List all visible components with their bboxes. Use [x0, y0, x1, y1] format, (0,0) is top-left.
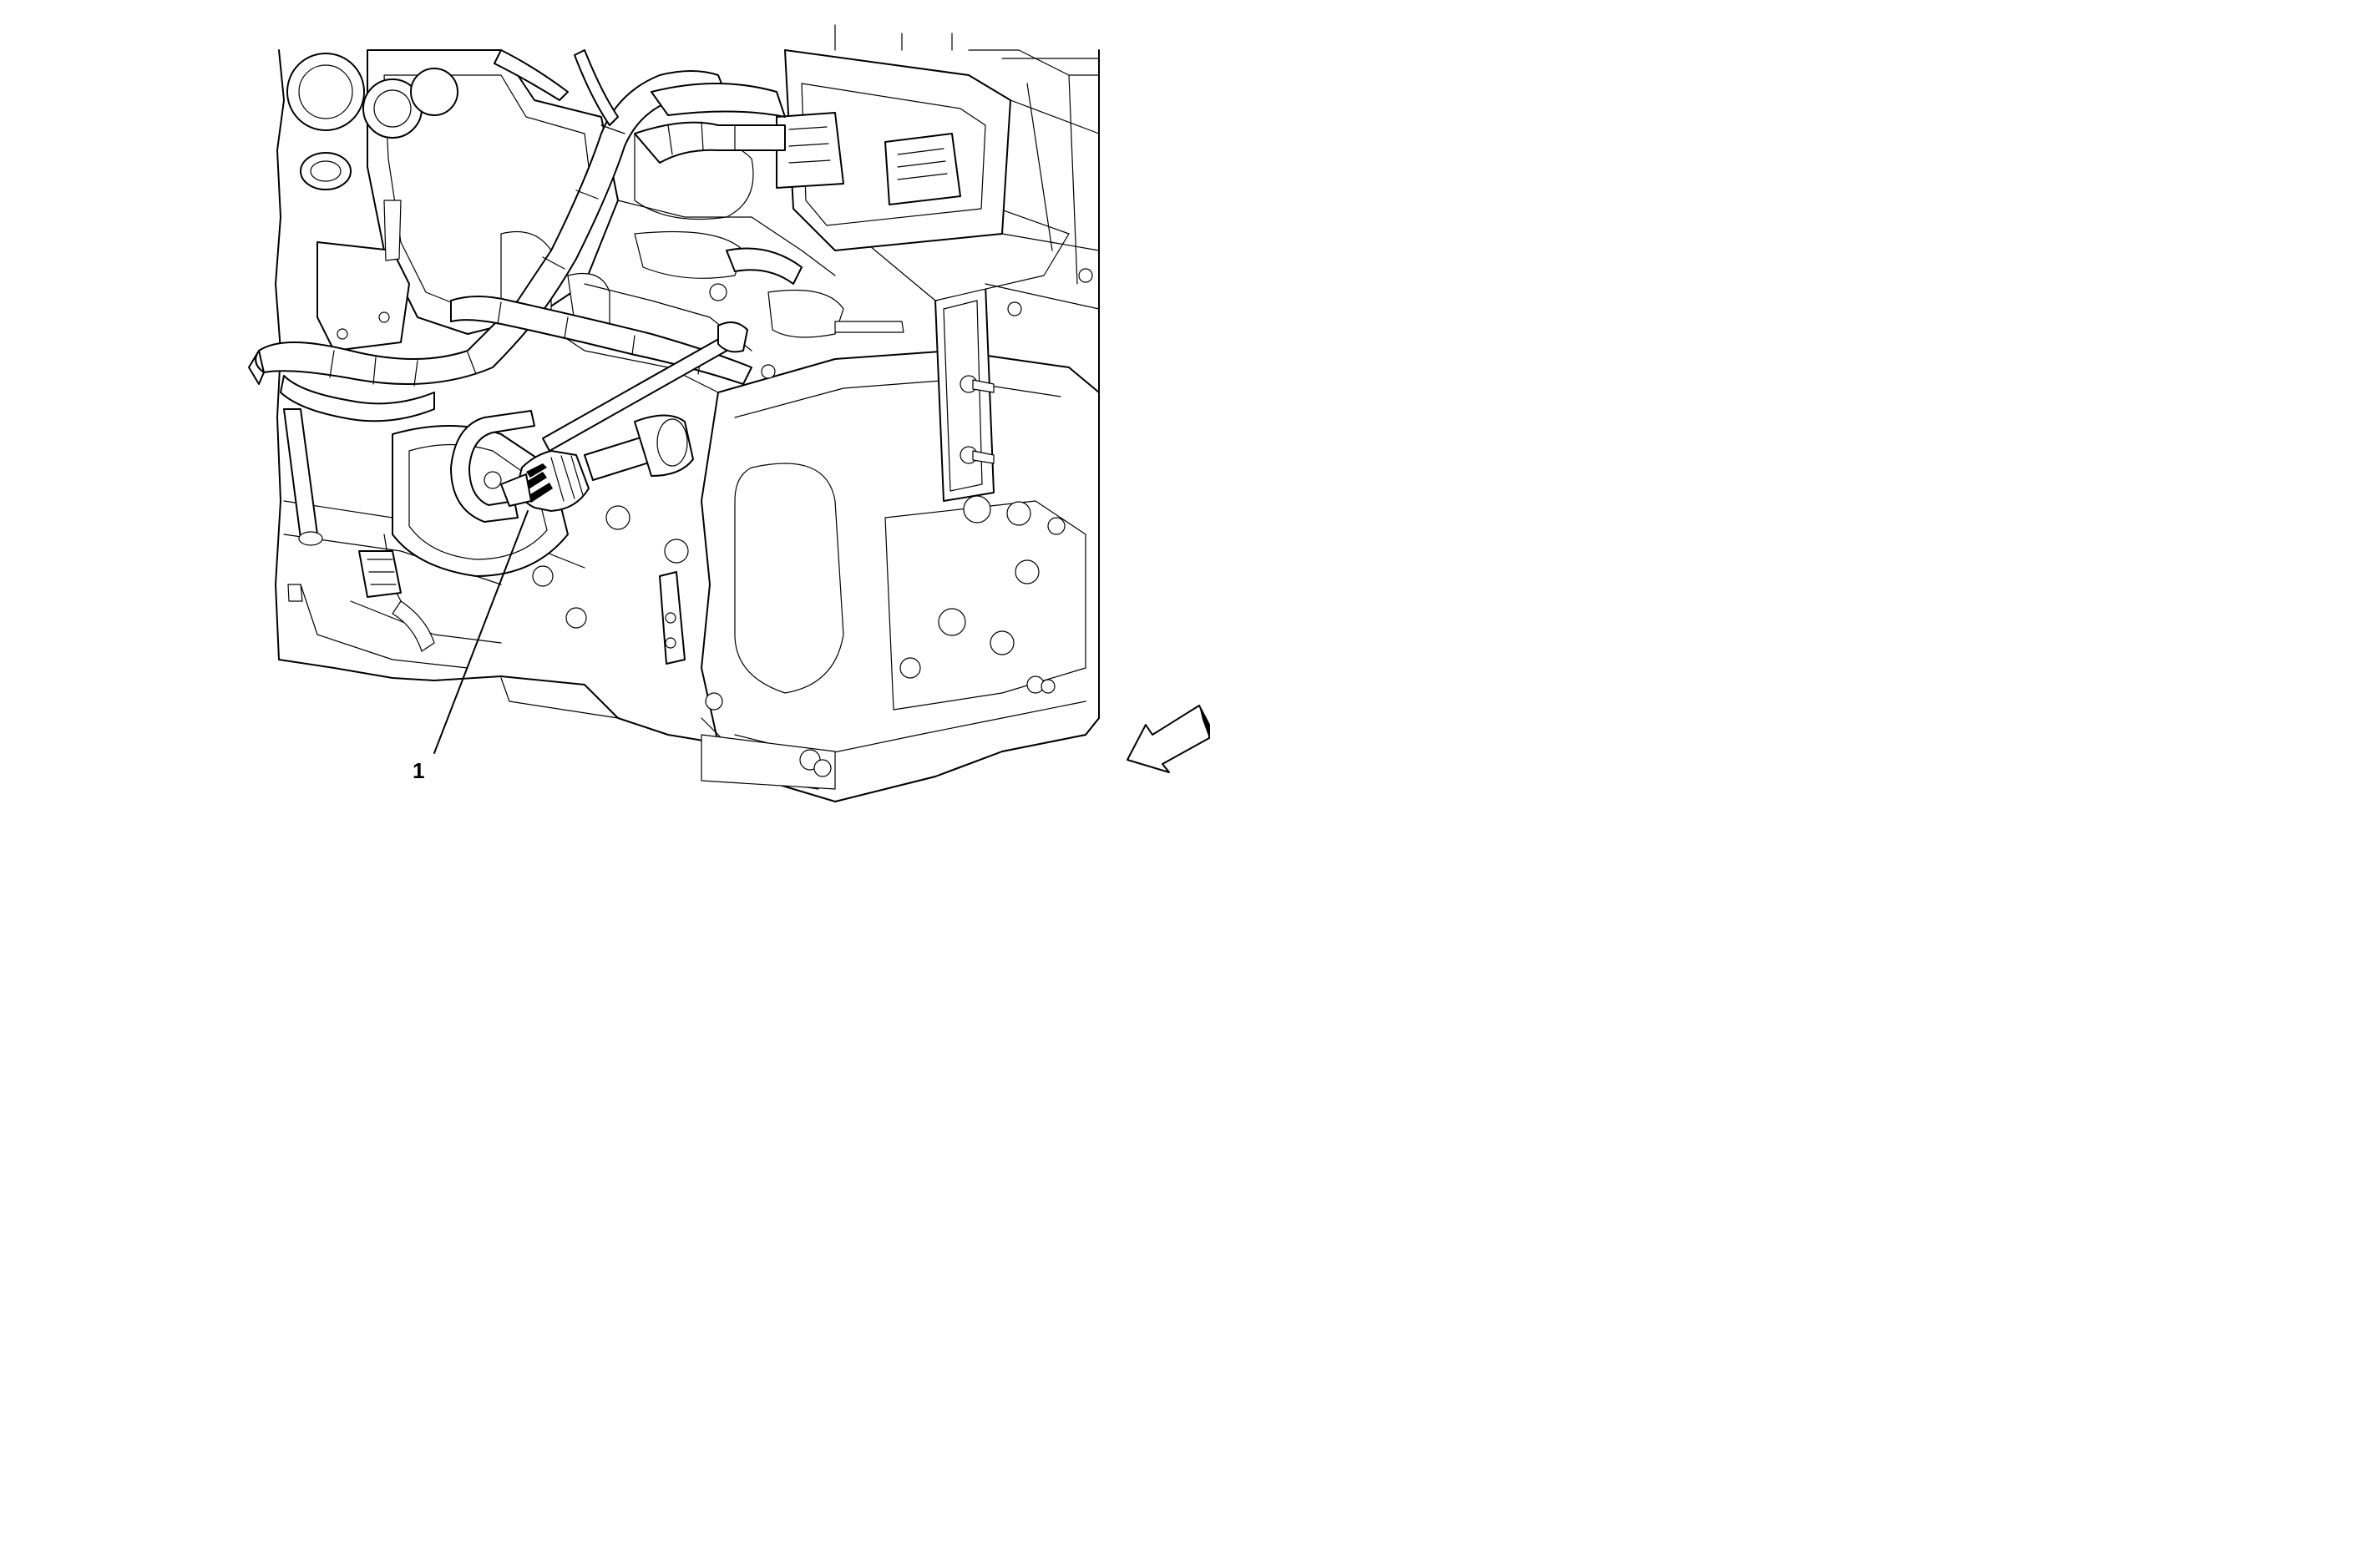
tube-line — [542, 283, 904, 452]
control-module — [776, 24, 1100, 251]
front-of-vehicle-arrow — [1127, 705, 1210, 773]
callout-leader-line — [433, 510, 529, 754]
connector — [500, 414, 694, 512]
lower-left-components — [283, 408, 686, 665]
transaxle-housing — [701, 350, 1100, 802]
upper-left-components — [286, 53, 458, 352]
pump-housing — [392, 410, 689, 629]
engine-line-drawing — [248, 24, 1210, 802]
engine-diagram: 1 — [0, 0, 1289, 850]
upper-frame — [985, 58, 1100, 316]
callout-label-1: 1 — [413, 758, 425, 783]
